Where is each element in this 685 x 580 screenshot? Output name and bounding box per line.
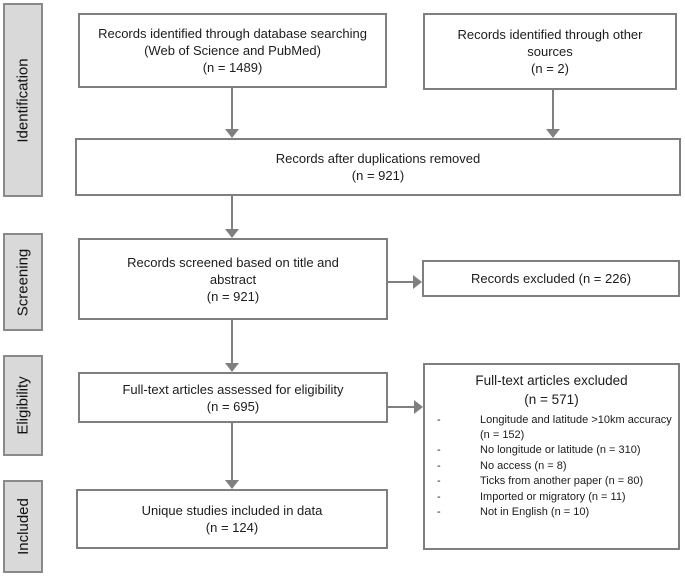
box-records-screened-text: Records screened based on title and abst… <box>127 254 339 287</box>
stage-eligibility-label: Eligibility <box>14 376 32 435</box>
box-records-identified-database-count: (n = 1489) <box>202 60 263 75</box>
arrow-other-to-duplications <box>546 90 560 138</box>
list-dash-marker: - <box>437 475 441 487</box>
excluded-reason-item: - Longitude and latitude >10km accuracy … <box>425 413 678 443</box>
box-included-studies-text: Unique studies included in data <box>141 503 323 518</box>
box-records-screened-count: (n = 921) <box>206 288 260 304</box>
arrowhead-down-icon <box>546 129 560 138</box>
box-records-identified-other-text: Records identified through other sources <box>457 27 643 59</box>
excluded-reason-text: Not in English (n = 10) <box>480 506 590 518</box>
box-fulltext-assessed-text: Full-text articles assessed for eligibil… <box>122 381 344 397</box>
arrowhead-down-icon <box>225 480 239 489</box>
excluded-reason-text: Longitude and latitude >10km accuracy (n… <box>480 414 672 441</box>
box-records-identified-database-text: Records identified through database sear… <box>98 26 367 58</box>
box-records-identified-other: Records identified through other sources… <box>423 13 677 90</box>
list-dash-marker: - <box>437 459 441 472</box>
box-fulltext-assessed: Full-text articles assessed for eligibil… <box>78 372 388 423</box>
arrowhead-right-icon <box>413 275 422 289</box>
arrow-screened-to-excluded <box>388 275 422 289</box>
excluded-reason-item: - No access (n = 8) <box>425 459 678 475</box>
box-included-studies-count: (n = 124) <box>205 520 259 535</box>
stage-included-label: Included <box>14 498 32 555</box>
box-after-duplications-count: (n = 921) <box>351 168 405 183</box>
stage-identification: Identification <box>3 3 43 197</box>
stage-included: Included <box>3 480 43 573</box>
excluded-reason-text: Imported or migratory (n = 11) <box>480 490 626 503</box>
box-records-screened: Records screened based on title and abst… <box>78 238 388 320</box>
box-fulltext-excluded-count: (n = 571) <box>524 392 579 407</box>
box-records-identified-database: Records identified through database sear… <box>78 13 387 88</box>
box-fulltext-excluded: Full-text articles excluded (n = 571) - … <box>423 363 680 550</box>
arrow-fulltext-to-included <box>225 423 239 489</box>
box-after-duplications-text: Records after duplications removed <box>275 151 481 166</box>
arrow-fulltext-to-excluded <box>388 400 423 414</box>
excluded-reason-item: - Not in English (n = 10) <box>425 505 678 521</box>
box-records-excluded: Records excluded (n = 226) <box>422 260 680 297</box>
arrow-screened-to-fulltext <box>225 320 239 372</box>
excluded-reason-item: - Ticks from another paper (n = 80) <box>425 474 678 490</box>
list-dash-marker: - <box>437 414 441 426</box>
stage-identification-label: Identification <box>14 57 32 143</box>
fulltext-excluded-reason-list: - Longitude and latitude >10km accuracy … <box>425 413 678 521</box>
arrowhead-down-icon <box>225 129 239 138</box>
box-fulltext-assessed-count: (n = 695) <box>206 398 260 414</box>
excluded-reason-text: No longitude or latitude (n = 310) <box>480 444 641 456</box>
list-dash-marker: - <box>437 444 441 456</box>
box-records-identified-other-count: (n = 2) <box>531 61 569 76</box>
arrow-duplications-to-screened <box>225 196 239 238</box>
stage-eligibility: Eligibility <box>3 355 43 456</box>
excluded-reason-text: No access (n = 8) <box>480 459 567 472</box>
stage-screening: Screening <box>3 233 43 331</box>
excluded-reason-item: - No longitude or latitude (n = 310) <box>425 443 678 459</box>
excluded-reason-item: - Imported or migratory (n = 11) <box>425 490 678 506</box>
arrow-database-to-duplications <box>225 88 239 138</box>
arrowhead-down-icon <box>225 229 239 238</box>
list-dash-marker: - <box>437 506 441 518</box>
box-fulltext-excluded-title: Full-text articles excluded <box>475 373 628 388</box>
box-records-excluded-text: Records excluded (n = 226) <box>470 271 632 286</box>
excluded-reason-text: Ticks from another paper (n = 80) <box>480 475 644 487</box>
box-included-studies: Unique studies included in data (n = 124… <box>76 489 388 549</box>
stage-screening-label: Screening <box>14 248 32 316</box>
arrowhead-down-icon <box>225 363 239 372</box>
box-after-duplications: Records after duplications removed (n = … <box>75 138 681 196</box>
list-dash-marker: - <box>437 490 441 503</box>
arrowhead-right-icon <box>414 400 423 414</box>
